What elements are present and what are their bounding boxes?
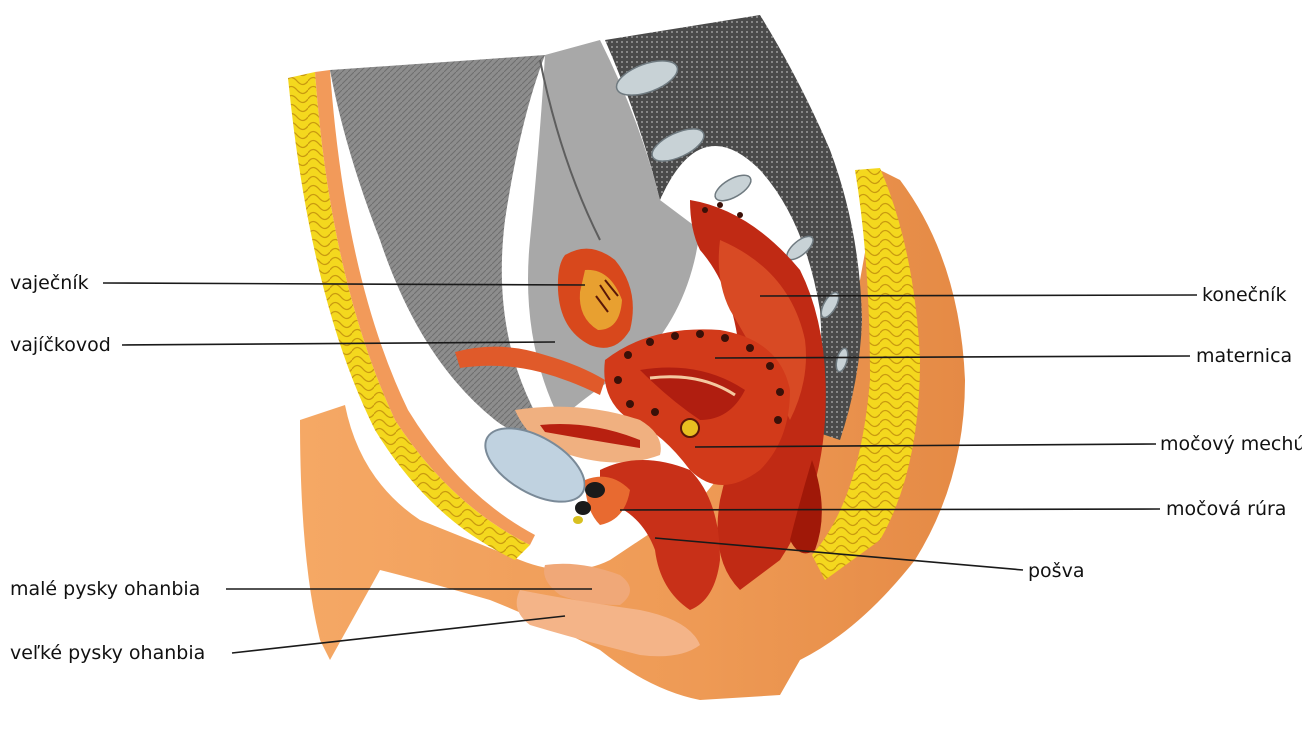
label-ovary: vaječník	[10, 272, 89, 294]
label-fallopian-tube: vajíčkovod	[10, 334, 111, 356]
leader-rectum	[760, 295, 1197, 296]
label-rectum: konečník	[1202, 284, 1286, 306]
label-uterus: maternica	[1196, 345, 1292, 367]
leader-urethra	[620, 509, 1160, 510]
leader-labia-majora	[232, 616, 565, 653]
label-bladder: močový mechúr	[1160, 433, 1302, 455]
label-labia-minora: malé pysky ohanbia	[10, 578, 200, 600]
label-urethra: močová rúra	[1166, 498, 1286, 520]
leader-ovary	[103, 283, 585, 285]
label-vagina: pošva	[1028, 560, 1084, 582]
label-labia-majora: veľké pysky ohanbia	[10, 642, 205, 664]
